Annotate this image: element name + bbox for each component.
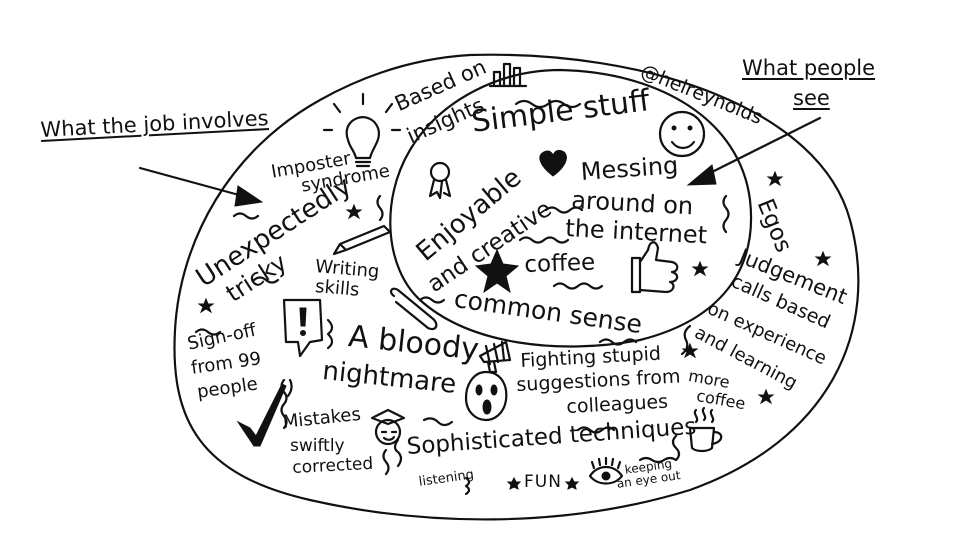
- exclamation-speech-bubble-icon: [282, 298, 324, 358]
- arrow-icon: [138, 166, 264, 207]
- bar-chart-icon: [488, 62, 528, 88]
- lightbulb-icon: [322, 92, 402, 168]
- pencil-icon: [332, 224, 392, 256]
- label-see: see: [793, 86, 830, 110]
- star-icon: [506, 476, 522, 490]
- star-icon: [681, 342, 699, 359]
- safety-pin-icon: [389, 287, 438, 331]
- outer-fun: FUN: [524, 472, 562, 492]
- heart-icon: [539, 149, 567, 177]
- outer-colleagues: colleagues: [565, 390, 669, 418]
- inner-messing-3: the internet: [564, 214, 708, 250]
- coffee-cup-icon: [688, 406, 723, 453]
- star-icon: [766, 170, 784, 187]
- star-icon: [197, 297, 215, 314]
- arrow-icon: [686, 116, 822, 186]
- outer-corrected: corrected: [291, 453, 374, 478]
- inner-messing-1: Messing: [579, 151, 680, 186]
- thumbs-up-icon: [630, 241, 679, 294]
- star-icon: [814, 250, 832, 267]
- inner-coffee: coffee: [523, 249, 596, 278]
- scream-face-icon: [464, 370, 508, 422]
- inner-ellipse: [389, 68, 753, 348]
- outer-ellipse: [173, 53, 860, 521]
- graduation-cap-face-icon: [370, 408, 406, 446]
- outer-skills: skills: [314, 276, 361, 301]
- star-icon: [474, 248, 520, 294]
- megaphone-icon: [478, 340, 512, 374]
- star-icon: [757, 388, 775, 405]
- checkmark-icon: [236, 383, 287, 447]
- outer-swiftly: swiftly: [290, 436, 345, 456]
- star-icon: [564, 476, 580, 490]
- squiggle-decorations: [194, 99, 730, 496]
- star-icon: [345, 203, 363, 220]
- star-icon: [691, 260, 709, 277]
- inner-messing-2: around on: [570, 186, 694, 221]
- award-rosette-icon: [428, 161, 452, 200]
- smiley-face-icon: [658, 110, 706, 158]
- eye-icon: [588, 456, 624, 485]
- label-what-people: What people: [742, 56, 876, 80]
